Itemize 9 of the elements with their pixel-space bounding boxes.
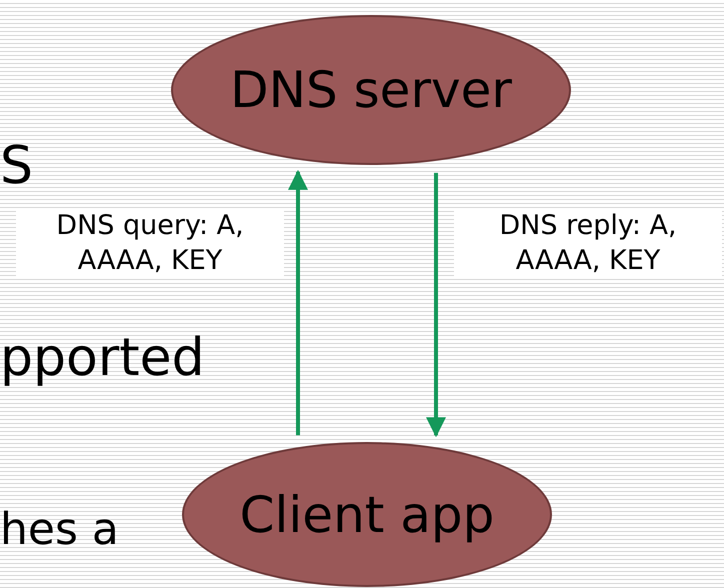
slide-text: pported	[0, 330, 205, 388]
edge-label: DNS reply: A, AAAA, KEY	[454, 208, 722, 278]
arrow	[288, 170, 308, 436]
arrow	[426, 172, 446, 438]
slide-text: S	[0, 138, 34, 196]
node-ellipse: Client app	[182, 442, 552, 587]
node-ellipse: DNS server	[171, 15, 571, 165]
slide-text: hes a	[0, 506, 119, 554]
edge-label: DNS query: A, AAAA, KEY	[16, 208, 284, 278]
